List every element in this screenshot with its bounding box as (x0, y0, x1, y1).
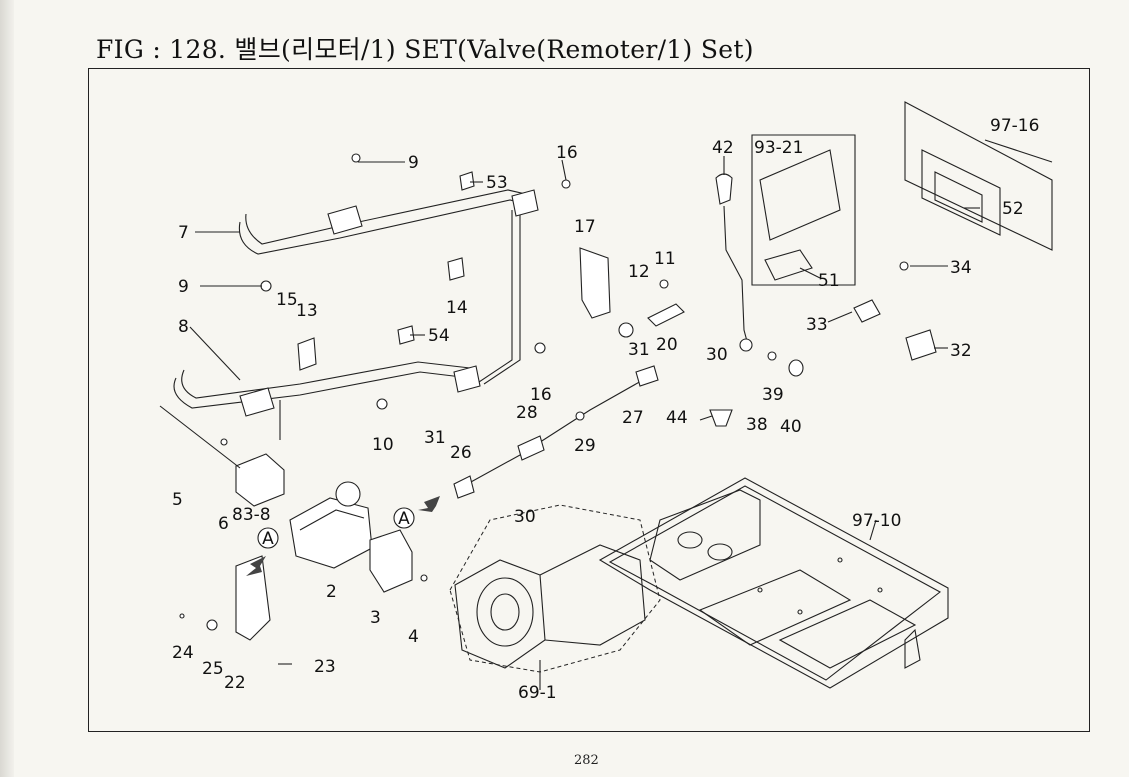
callout-23: 23 (314, 657, 336, 677)
callout-10: 10 (372, 435, 394, 455)
callout-53: 53 (486, 173, 508, 193)
remote-valve-part (159, 405, 428, 593)
binding-edge (0, 0, 14, 777)
callout-27: 27 (622, 408, 644, 428)
view-marker-a-right: A (393, 496, 440, 529)
shift-lever-part (715, 173, 804, 377)
callout-39: 39 (762, 385, 784, 405)
callout-9: 9 (408, 153, 419, 173)
callout-6: 6 (218, 514, 229, 534)
callout-31: 31 (628, 340, 650, 360)
view-marker-a-left: A (246, 527, 279, 576)
bracket-part (579, 247, 937, 361)
callout-5: 5 (172, 490, 183, 510)
callout-14: 14 (446, 298, 468, 318)
svg-text:A: A (398, 509, 410, 529)
console-cover-part (751, 134, 856, 286)
callout-51: 51 (818, 271, 840, 291)
leader-lines (189, 139, 1053, 690)
callout-97-10: 97-10 (852, 511, 901, 531)
callout-29: 29 (574, 436, 596, 456)
callout-33: 33 (806, 315, 828, 335)
callout-8: 8 (178, 317, 189, 337)
hydraulic-lines (173, 189, 539, 417)
callout-20: 20 (656, 335, 678, 355)
callout-17: 17 (574, 217, 596, 237)
control-cables (453, 365, 659, 499)
callout-38: 38 (746, 415, 768, 435)
transmission-housing-part (449, 504, 661, 673)
callout-42: 42 (712, 138, 734, 158)
callout-24: 24 (172, 643, 194, 663)
callout-11: 11 (654, 249, 676, 269)
callout-16: 16 (530, 385, 552, 405)
callout-13: 13 (296, 301, 318, 321)
callout-labels: 97-16 42 93-21 16 9 53 52 7 17 11 12 34 … (172, 116, 1039, 703)
callout-26: 26 (450, 443, 472, 463)
callout-69-1: 69-1 (518, 683, 557, 703)
callout-52: 52 (1002, 199, 1024, 219)
callout-22: 22 (224, 673, 246, 693)
callout-30: 30 (514, 507, 536, 527)
callout-97-16: 97-16 (990, 116, 1039, 136)
callout-7: 7 (178, 223, 189, 243)
small-fastener-parts (260, 153, 909, 427)
rear-panel-part (904, 101, 1053, 251)
callout-25: 25 (202, 659, 224, 679)
callout-28: 28 (516, 403, 538, 423)
svg-text:A: A (262, 529, 274, 549)
callout-2: 2 (326, 582, 337, 602)
callout-15: 15 (276, 290, 298, 310)
callout-3: 3 (370, 608, 381, 628)
page-number: 282 (574, 753, 599, 768)
valve-bracket-part (179, 555, 271, 641)
diagram-frame (88, 68, 1090, 732)
callout-32: 32 (950, 341, 972, 361)
callout-30: 30 (706, 345, 728, 365)
figure-title: FIG : 128. 밸브(리모터/1) SET(Valve(Remoter/1… (96, 35, 754, 64)
callout-40: 40 (780, 417, 802, 437)
callout-4: 4 (408, 627, 419, 647)
callout-93-21: 93-21 (754, 138, 803, 158)
callout-54: 54 (428, 326, 450, 346)
callout-83-8: 83-8 (232, 505, 271, 525)
callout-9: 9 (178, 277, 189, 297)
callout-31: 31 (424, 428, 446, 448)
callout-12: 12 (628, 262, 650, 282)
callout-16: 16 (556, 143, 578, 163)
callout-34: 34 (950, 258, 972, 278)
floor-plate-part (598, 477, 949, 689)
callout-44: 44 (666, 408, 688, 428)
